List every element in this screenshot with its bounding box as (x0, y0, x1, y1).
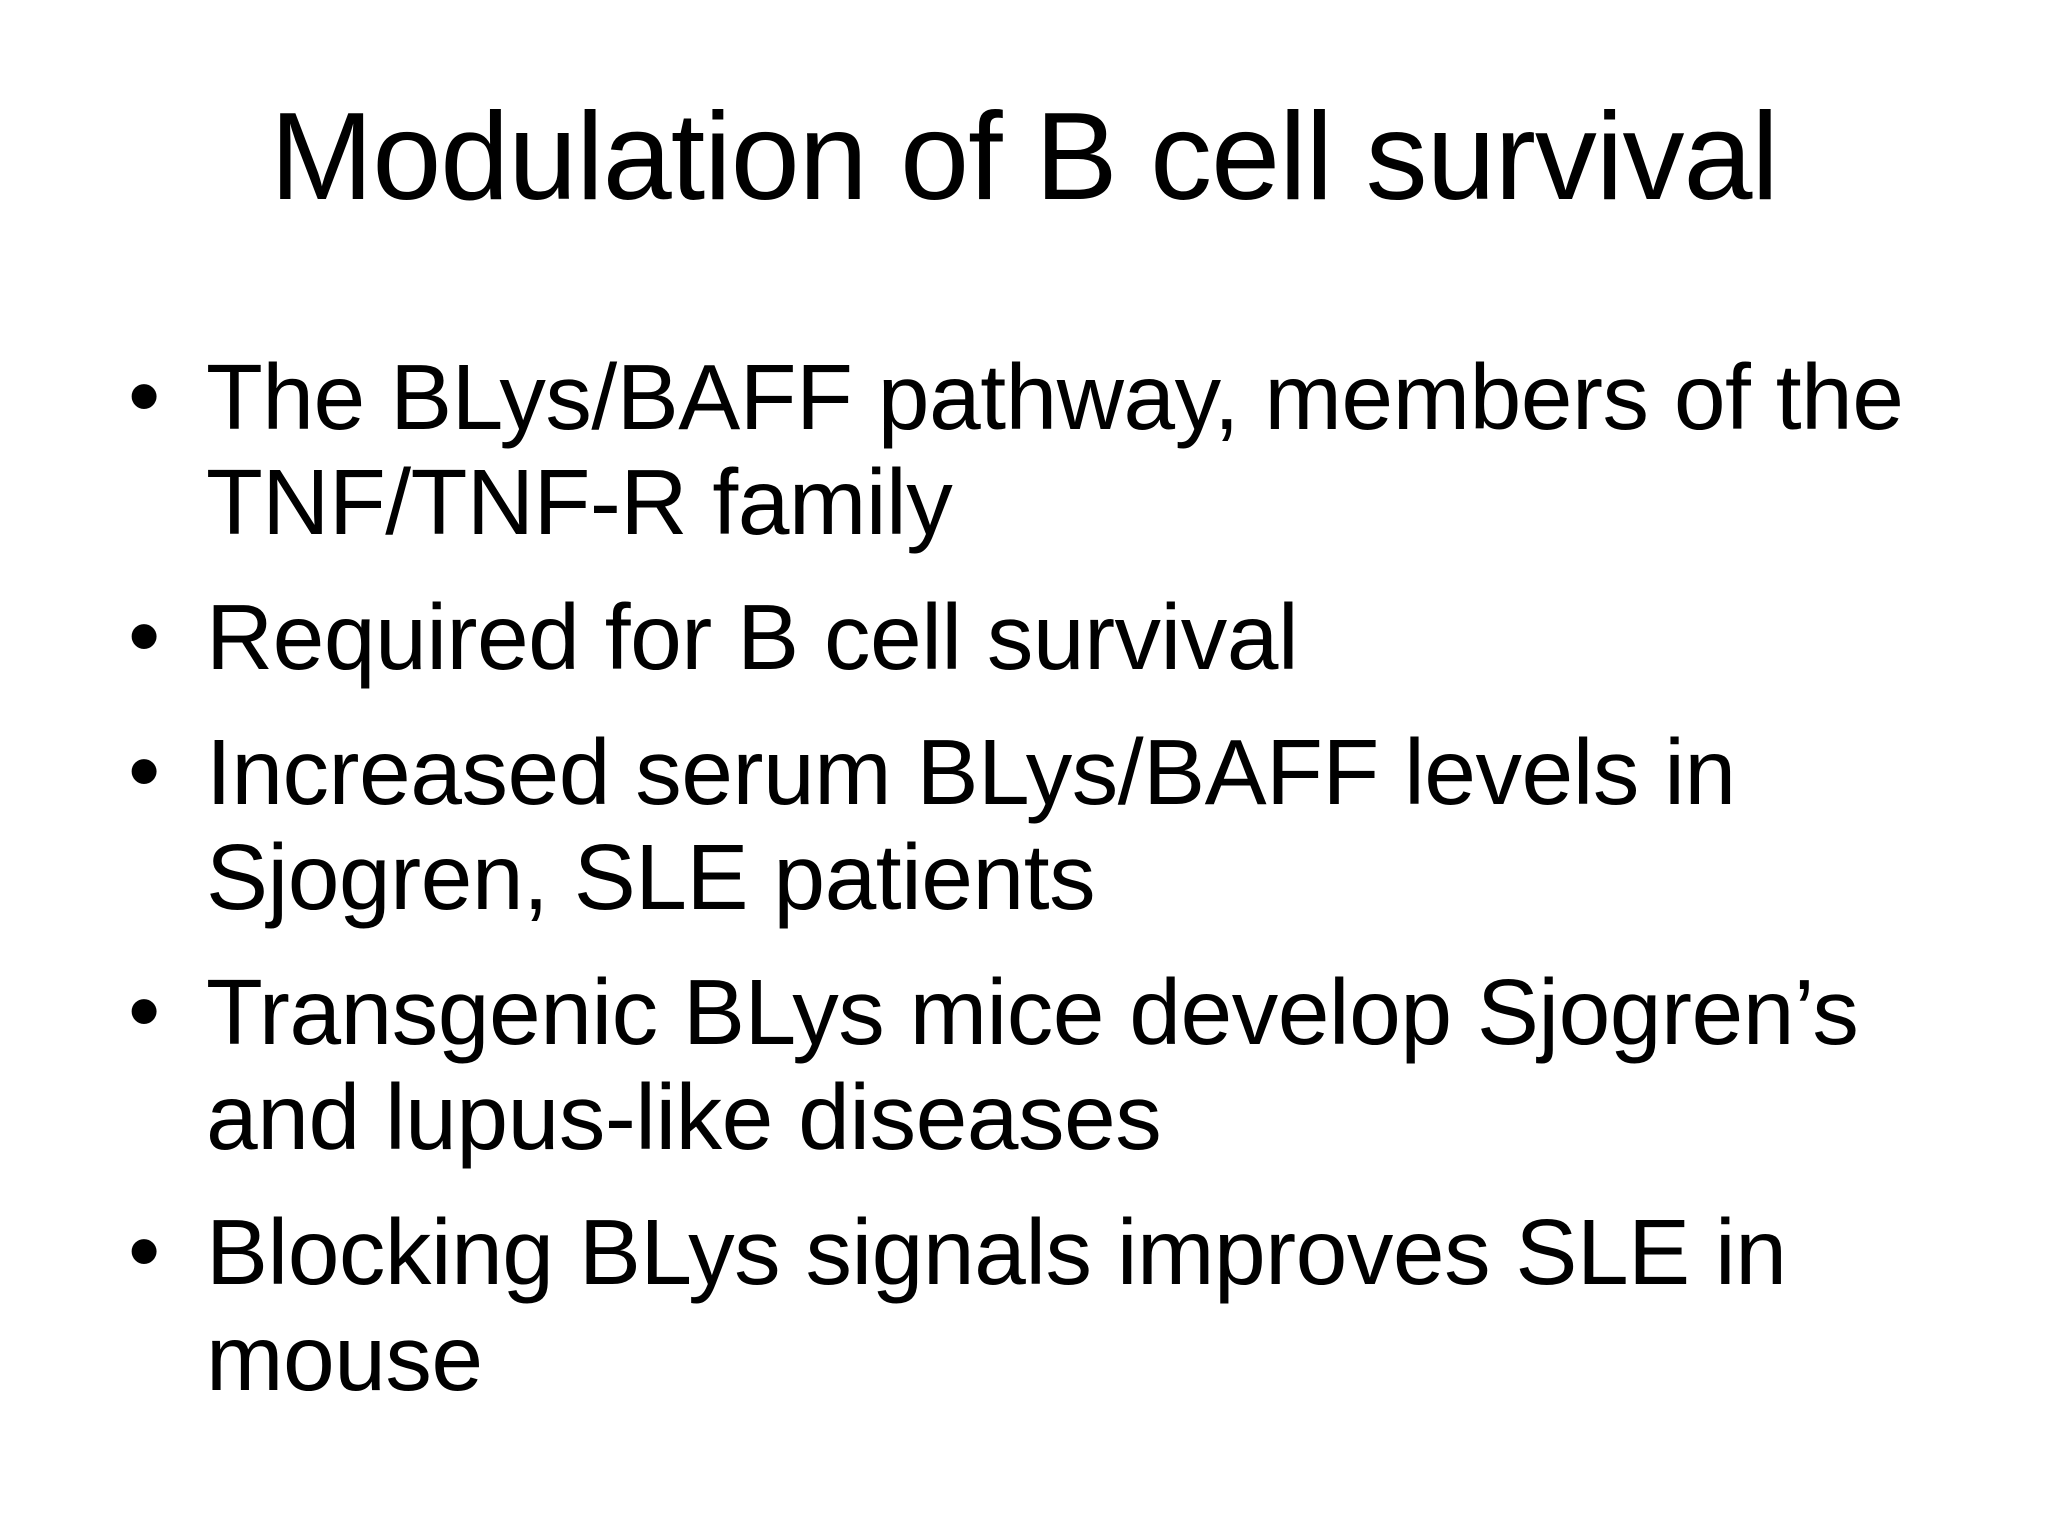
bullet-text: Required for B cell survival (206, 585, 1299, 690)
bullet-text: Blocking BLys signals improves SLE in mo… (206, 1200, 1787, 1410)
bullet-text: Transgenic BLys mice develop Sjogren’s a… (206, 960, 1859, 1170)
bullet-icon: • (128, 344, 161, 447)
slide-title: Modulation of B cell survival (270, 88, 1779, 226)
list-item: • The BLys/BAFF pathway, members of the … (128, 345, 1998, 555)
list-item: • Transgenic BLys mice develop Sjogren’s… (128, 960, 1998, 1170)
bullet-icon: • (128, 585, 161, 688)
bullet-list: • The BLys/BAFF pathway, members of the … (128, 345, 1998, 1411)
bullet-text: Increased serum BLys/BAFF levels in Sjog… (206, 720, 1736, 930)
list-item: • Blocking BLys signals improves SLE in … (128, 1200, 1998, 1410)
bullet-icon: • (128, 720, 161, 823)
list-item: • Increased serum BLys/BAFF levels in Sj… (128, 720, 1998, 930)
bullet-icon: • (128, 1200, 161, 1303)
list-item: • Required for B cell survival (128, 585, 1998, 690)
bullet-icon: • (128, 960, 161, 1063)
bullet-text: The BLys/BAFF pathway, members of the TN… (206, 344, 1904, 554)
